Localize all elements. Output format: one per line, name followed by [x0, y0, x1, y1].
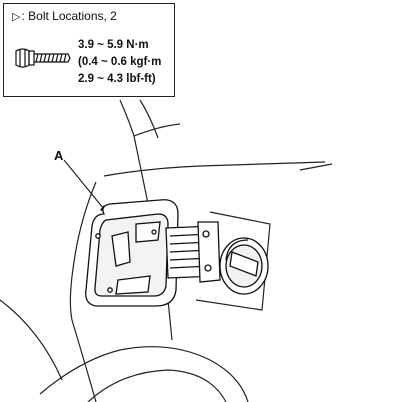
torque-kgf-meters: (0.4 ~ 0.6 kgf·m [78, 56, 162, 68]
legend-title-text: : Bolt Locations, 2 [21, 9, 117, 23]
torque-spec-legend: ▷: Bolt Locations, 2 3.9 ~ 5.9 N·m (0.4 … [3, 3, 175, 97]
callout-label-a: A [54, 148, 64, 163]
torque-newton-meters: 3.9 ~ 5.9 N·m [78, 39, 149, 51]
legend-title: ▷: Bolt Locations, 2 [12, 9, 117, 23]
bolt-location-marker-icon: ▷ [12, 11, 21, 23]
fuel-filler-door-icon [85, 199, 221, 307]
callout-leader-line [63, 159, 109, 215]
body-panel-outline [0, 99, 333, 402]
bolt-icon [15, 48, 71, 68]
torque-lbf-feet: 2.9 ~ 4.3 lbf-ft) [78, 73, 156, 85]
fuel-filler-cap-icon [219, 237, 269, 295]
